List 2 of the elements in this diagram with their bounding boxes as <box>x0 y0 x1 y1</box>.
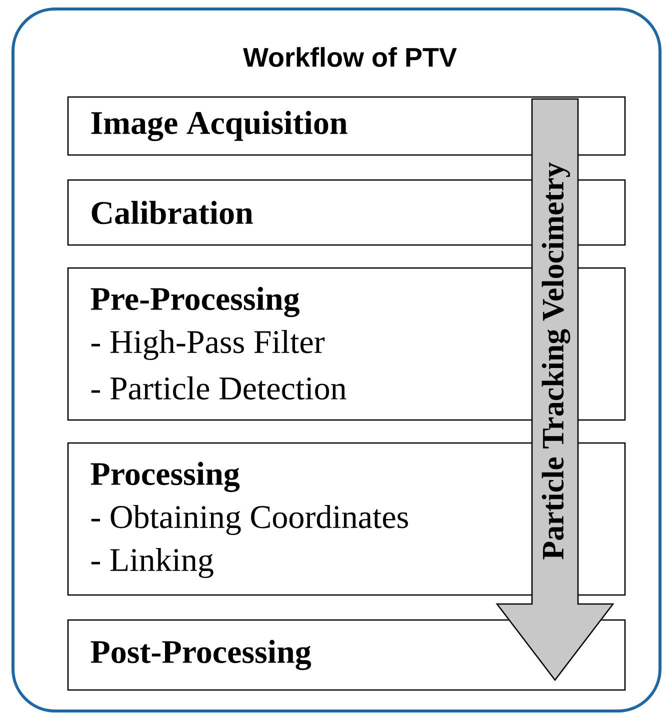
process-box: Image Acquisition <box>67 96 626 156</box>
process-box: Post-Processing <box>67 619 626 691</box>
